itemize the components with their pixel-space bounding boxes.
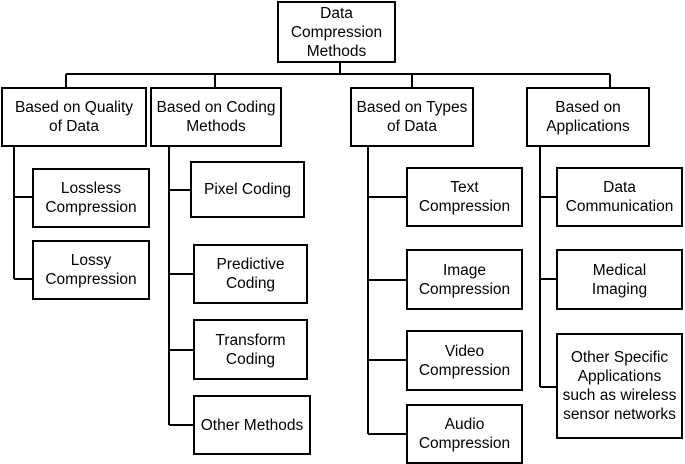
category-node-applications: Based on Applications [526, 87, 650, 147]
category-label-types: Based on Types of Data [356, 99, 468, 135]
category-label-applications: Based on Applications [546, 99, 630, 135]
root-label: Data Compression Methods [290, 4, 383, 60]
leaf-label-data-communication: Data Communication [565, 179, 674, 215]
leaf-node-lossless: Lossless Compression [32, 168, 150, 228]
leaf-label-transform-coding: Transform Coding [215, 331, 286, 368]
leaf-node-medical-imaging: Medical Imaging [556, 249, 683, 310]
leaf-label-other-applications: Other Specific Applications such as wire… [562, 349, 677, 423]
leaf-node-audio-compression: Audio Compression [406, 404, 523, 464]
leaf-node-other-methods: Other Methods [193, 395, 311, 455]
leaf-label-video-compression: Video Compression [418, 342, 511, 379]
leaf-node-pixel-coding: Pixel Coding [190, 161, 305, 218]
leaf-label-predictive-coding: Predictive Coding [216, 256, 285, 292]
leaf-label-medical-imaging: Medical Imaging [591, 261, 648, 298]
leaf-label-other-methods: Other Methods [200, 416, 304, 434]
leaf-label-pixel-coding: Pixel Coding [203, 181, 292, 198]
category-node-quality: Based on Quality of Data [1, 87, 147, 147]
leaf-node-other-applications: Other Specific Applications such as wire… [556, 333, 683, 439]
leaf-node-data-communication: Data Communication [556, 167, 683, 227]
leaf-label-audio-compression: Audio Compression [418, 416, 511, 452]
leaf-node-text-compression: Text Compression [406, 167, 523, 227]
category-label-coding: Based on Coding Methods [156, 99, 276, 135]
leaf-node-predictive-coding: Predictive Coding [193, 244, 308, 304]
leaf-node-image-compression: Image Compression [406, 249, 523, 310]
leaf-label-text-compression: Text Compression [418, 179, 511, 215]
category-label-quality: Based on Quality of Data [14, 99, 134, 135]
leaf-label-lossless: Lossless Compression [45, 180, 137, 216]
leaf-node-lossy: Lossy Compression [32, 240, 150, 300]
leaf-node-video-compression: Video Compression [406, 330, 523, 391]
root-node: Data Compression Methods [277, 1, 396, 63]
leaf-label-lossy: Lossy Compression [45, 252, 137, 288]
leaf-label-image-compression: Image Compression [418, 261, 511, 298]
category-node-types: Based on Types of Data [350, 87, 474, 147]
category-node-coding: Based on Coding Methods [150, 87, 282, 147]
leaf-node-transform-coding: Transform Coding [193, 319, 308, 380]
